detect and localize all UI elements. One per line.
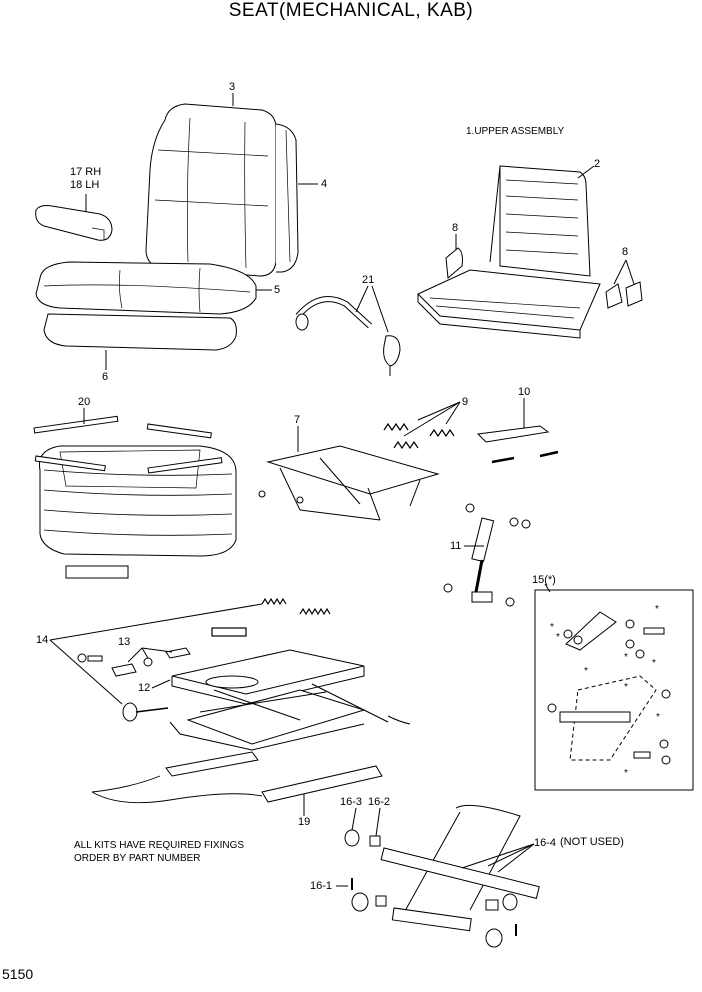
svg-text:*: *	[624, 652, 628, 663]
svg-text:*: *	[652, 658, 656, 669]
leader-12	[151, 679, 171, 689]
kit-asterisks: *** *** ***	[550, 604, 660, 779]
callout-16-3: 16-3	[340, 796, 363, 808]
upper-frame	[417, 165, 601, 339]
armrest	[35, 205, 113, 241]
callout-16-1: 16-1	[310, 880, 333, 892]
callout-12: 12	[138, 682, 151, 694]
note-line-1: ALL KITS HAVE REQUIRED FIXINGS	[74, 840, 245, 851]
callout-21: 21	[362, 274, 375, 286]
callout-9: 9	[462, 396, 469, 408]
callout-5: 5	[274, 284, 281, 296]
leader-13b	[141, 647, 173, 653]
svg-text:*: *	[655, 604, 659, 615]
svg-text:*: *	[656, 712, 660, 723]
callout-13: 13	[118, 636, 131, 648]
slide-rails	[91, 751, 383, 804]
leader-14a	[49, 603, 263, 641]
leader-21a	[355, 285, 369, 313]
callout-4: 4	[321, 178, 328, 190]
svg-text:*: *	[550, 622, 554, 633]
leader-16-4c	[497, 843, 535, 873]
callout-16-4-note: (NOT USED)	[560, 836, 624, 848]
leader-8b2	[625, 259, 635, 285]
seat-cushion	[35, 261, 257, 315]
callout-18: 18 LH	[70, 179, 100, 191]
svg-text:*: *	[584, 666, 588, 677]
callout-14: 14	[36, 634, 49, 646]
leader-15	[544, 583, 551, 593]
callout-20: 20	[78, 396, 91, 408]
lower-slide-frame	[344, 804, 540, 948]
mechanism-frame	[258, 445, 440, 521]
leader-16-4a	[487, 843, 535, 867]
leader-9a	[417, 401, 461, 421]
leader-9b	[403, 401, 461, 437]
backrest-panel	[275, 123, 299, 273]
callout-2: 2	[594, 158, 601, 170]
leader-8b1	[613, 259, 627, 285]
leader-2	[577, 165, 595, 179]
callout-16-4: 16-4	[534, 837, 557, 849]
svg-text:*: *	[624, 682, 628, 693]
leader-9c	[445, 401, 461, 425]
seat-base	[43, 313, 237, 351]
leader-13a	[127, 647, 143, 663]
leader-21b	[371, 285, 389, 333]
side-brackets	[445, 247, 643, 309]
scissor-suspension	[169, 649, 411, 751]
callout-17: 17 RH	[70, 166, 102, 178]
retaining-bars	[33, 415, 223, 474]
callout-6: 6	[102, 371, 109, 383]
leader-16-4b	[461, 843, 535, 869]
page-number: 5150	[2, 966, 34, 982]
callout-19: 19	[298, 816, 311, 828]
svg-text:*: *	[556, 632, 560, 643]
callout-7: 7	[294, 414, 301, 426]
leader-13c	[141, 647, 149, 659]
callout-8a: 8	[452, 222, 459, 234]
springs	[383, 422, 455, 450]
page-title: SEAT(MECHANICAL, KAB)	[228, 0, 474, 21]
callout-11: 11	[450, 540, 462, 552]
callout-3: 3	[229, 81, 236, 93]
callout-10: 10	[518, 386, 531, 398]
subassembly-title: 1.UPPER ASSEMBLY	[466, 126, 565, 137]
callout-15: 15(*)	[532, 574, 556, 586]
seat-belt	[295, 296, 401, 376]
callout-16-2: 16-2	[368, 796, 391, 808]
note-line-2: ORDER BY PART NUMBER	[74, 853, 201, 864]
seat-back-cushion	[145, 103, 277, 277]
callout-8b: 8	[622, 246, 629, 258]
spring-pair	[211, 597, 331, 637]
leader-14b	[49, 639, 123, 705]
bellows	[38, 445, 237, 579]
leader-16-2	[375, 807, 381, 837]
leader-16-3	[351, 807, 357, 831]
slide-plate	[476, 425, 559, 464]
kit-detail-parts	[547, 611, 671, 765]
svg-text:*: *	[624, 768, 628, 779]
shock-absorber	[443, 503, 531, 607]
small-parts-13	[111, 647, 191, 677]
handwheel	[77, 653, 169, 722]
